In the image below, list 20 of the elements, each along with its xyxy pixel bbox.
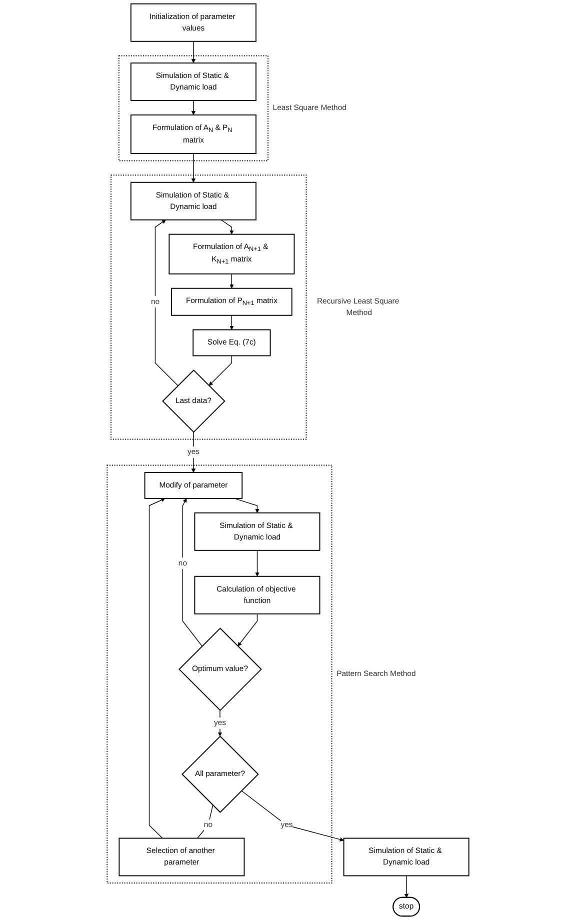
arrow [241, 790, 344, 842]
arrow [191, 432, 196, 473]
cluster [118, 55, 268, 162]
arrow [238, 614, 258, 646]
arrow [191, 41, 196, 64]
connector [197, 804, 214, 839]
arrow [208, 355, 232, 386]
arrow [182, 498, 202, 647]
arrow [154, 220, 178, 386]
arrow [220, 220, 234, 234]
arrow [230, 314, 234, 330]
arrow [404, 875, 409, 898]
arrow [148, 498, 166, 839]
cluster [110, 174, 307, 440]
arrow [255, 550, 260, 577]
arrow [234, 498, 260, 514]
arrow [191, 100, 196, 116]
arrow [191, 153, 196, 183]
arrow [230, 274, 234, 289]
cluster [106, 464, 332, 884]
